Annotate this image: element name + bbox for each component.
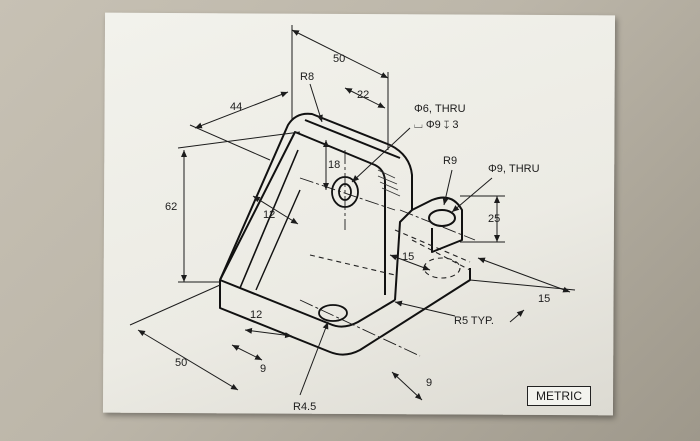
base-plate-outline [219,268,471,356]
ext-line [129,284,221,326]
wall-shading [377,169,401,197]
hatch-line [377,175,398,185]
hole-note-line2: ⌴ Φ9 ↧ 3 [414,119,458,131]
leader-r5 [394,300,456,317]
dim-label-50-left: 50 [175,357,187,369]
center-line [299,177,396,211]
wall-front-edge [219,131,386,295]
dim-9-left [231,344,263,361]
dim-50-top [291,29,389,79]
center-line [399,209,476,241]
base-hole [318,304,348,322]
leader-hole [351,127,411,183]
ext-line [177,131,301,149]
hidden-line [309,254,396,276]
dim-label-r9: R9 [443,155,457,167]
ext-line [189,124,271,161]
wall-outline [219,112,413,301]
dimension-lines [129,25,576,401]
dim-12-upper [252,195,299,225]
leader-r45 [299,321,329,396]
dim-15-right [477,257,571,293]
dim-label-9-left: 9 [260,363,266,375]
dim-label-12-lower: 12 [250,309,262,321]
dim-label-12-upper: 12 [263,209,275,221]
dim-15-upper [389,254,431,271]
leader-lines [299,83,525,396]
hole-notes: Φ6, THRU ⌴ Φ9 ↧ 3 Φ9, THRU [414,103,540,175]
ext-line [469,279,576,291]
base-plate-top-edge [219,279,396,328]
leader-r9 [442,169,453,206]
dim-12-lower [244,327,293,339]
dimension-labels: 50 22 R8 44 62 18 12 12 15 15 25 50 9 9 … [165,53,550,413]
dim-label-22: 22 [357,89,369,101]
dim-22 [344,87,386,109]
dim-label-25: 25 [488,213,500,225]
leader-r8 [309,83,323,123]
dim-label-15-right: 15 [538,293,550,305]
right-tab-outline [411,196,463,253]
leader-hole-right [451,177,493,213]
metric-label-box: METRIC [527,386,591,406]
leader-r5-arrow [509,309,525,323]
dim-label-15-upper: 15 [402,251,414,263]
holes [318,176,359,322]
gusset-inner [255,189,301,291]
hatch-line [381,187,401,197]
center-lines [299,150,476,357]
hole-note-line1: Φ6, THRU [414,103,466,115]
dim-label-9-bottom: 9 [426,377,432,389]
dim-label-62: 62 [165,201,177,213]
hidden-hole [423,257,461,279]
dim-50-left [137,329,239,391]
dim-label-18: 18 [328,159,340,171]
center-line [299,299,421,357]
right-tab-hole [428,209,456,227]
dim-9-bottom [391,371,423,401]
dim-label-r8: R8 [300,71,314,83]
dim-label-r5typ: R5 TYP. [454,315,494,327]
dim-44 [194,91,289,129]
hatch-line [379,181,399,191]
hidden-line [411,239,471,271]
hidden-line [394,229,471,263]
dim-label-44: 44 [230,101,242,113]
dim-label-50-top: 50 [333,53,345,65]
wall-top-inner [304,119,401,159]
hole-note-right: Φ9, THRU [488,163,540,175]
dim-label-r45: R4.5 [293,401,316,413]
hatch-line [377,169,396,179]
hidden-lines [309,229,471,279]
metric-label: METRIC [536,389,582,403]
